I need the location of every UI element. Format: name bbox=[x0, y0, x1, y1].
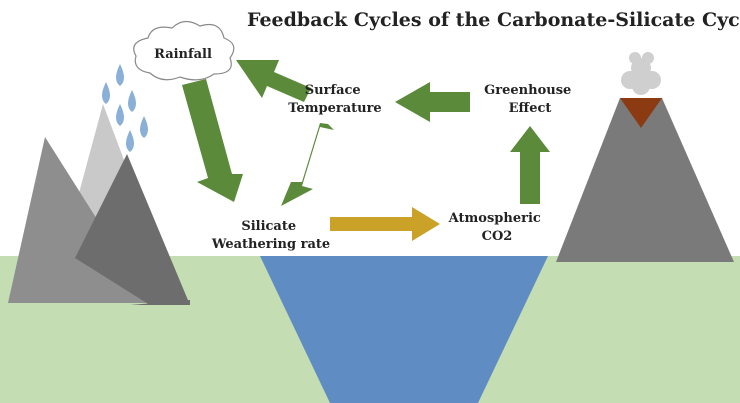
volcanic-smoke-icon bbox=[621, 52, 661, 95]
arrow-rainfall-to-silicate bbox=[182, 79, 243, 202]
silicate-weathering-label: Silicate Weathering rate bbox=[211, 219, 330, 252]
mountain-range bbox=[8, 104, 190, 305]
rainfall-label: Rainfall bbox=[154, 47, 212, 62]
arrow-silicate-to-co2 bbox=[330, 207, 440, 241]
volcano bbox=[556, 52, 734, 262]
arrow-surface-temp-to-silicate bbox=[281, 123, 334, 206]
cloud-icon bbox=[133, 20, 235, 81]
surface-temperature-label: Surface Temperature bbox=[288, 83, 381, 116]
atmospheric-co2-label: Atmospheric CO2 bbox=[448, 211, 546, 244]
arrow-greenhouse-to-surface-temp bbox=[395, 82, 470, 122]
magma-vent bbox=[620, 98, 662, 128]
arrow-co2-to-greenhouse bbox=[510, 126, 550, 204]
rain-drops-icon bbox=[102, 64, 148, 152]
greenhouse-effect-label: Greenhouse Effect bbox=[484, 83, 576, 116]
ocean-trench bbox=[260, 256, 548, 403]
arrow-surface-temp-to-rainfall bbox=[236, 60, 311, 102]
page-title: Feedback Cycles of the Carbonate-Silicat… bbox=[247, 9, 740, 31]
